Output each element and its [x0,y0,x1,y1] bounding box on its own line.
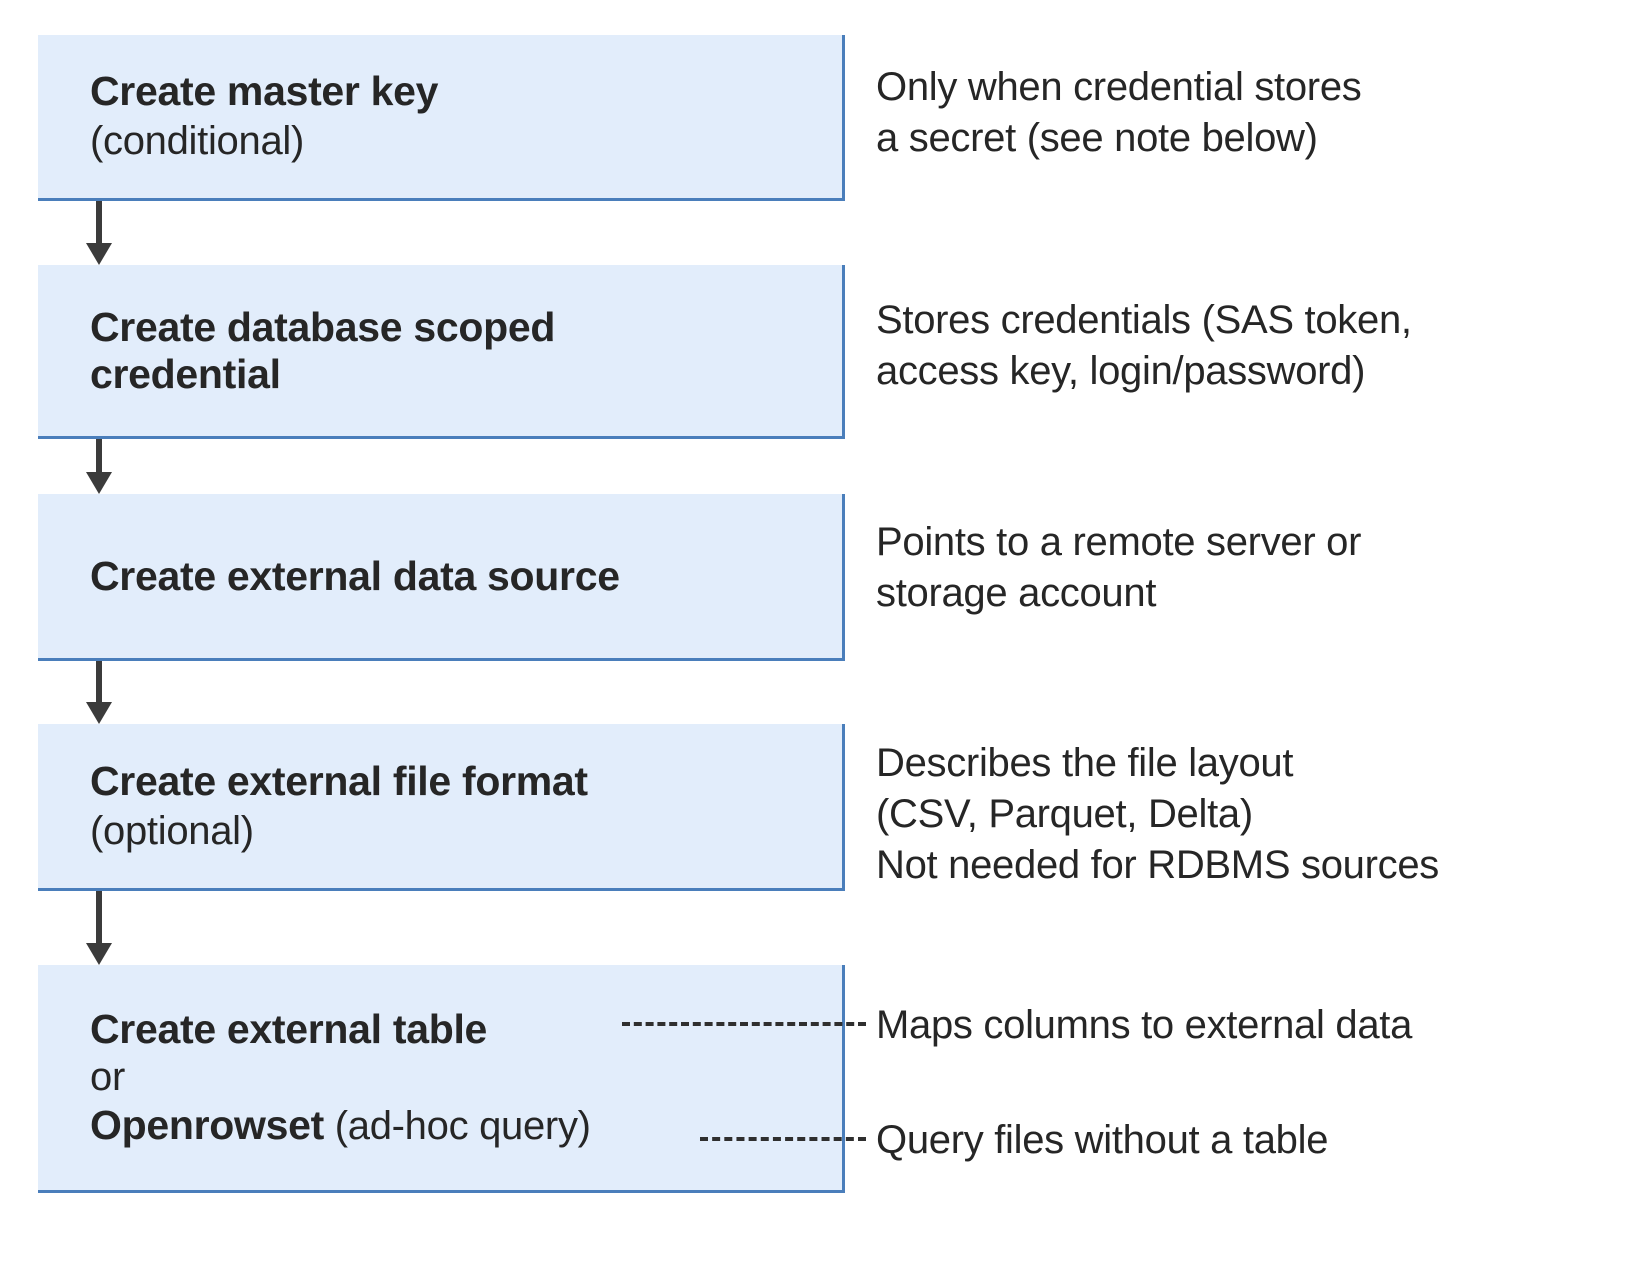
flow-box-qualifier: (conditional) [90,119,304,164]
flow-box-create-external-file-format[interactable]: Create external file format (optional) [38,724,845,891]
dashed-connector-openrowset [700,1137,866,1141]
note-create-external-data-source: Points to a remote server or storage acc… [876,520,1362,616]
flow-box-alternative-qualifier: (ad-hoc query) [323,1103,591,1148]
flow-box-title-line1: Create database scoped [90,303,556,350]
flow-box-separator: or [90,1054,125,1099]
flow-box-title-line2: credential [90,350,281,397]
arrow-down-icon-1 [86,201,112,265]
arrow-down-icon-3 [86,661,112,724]
dashed-connector-external-table [622,1022,866,1026]
note-create-external-table: Maps columns to external data [876,1003,1413,1047]
flow-box-alternative-name: Openrowset [90,1101,324,1148]
flow-box-create-external-table[interactable]: Create external table or Openrowset (ad-… [38,965,845,1193]
flow-box-title: Create external table [90,1006,488,1053]
flow-box-title: Create master key [90,68,439,115]
flow-box-qualifier: (optional) [90,808,254,853]
note-create-database-scoped-credential: Stores credentials (SAS token, access ke… [876,298,1412,394]
flow-box-alternative: Openrowset (ad-hoc query) [38,1101,842,1150]
note-create-master-key: Only when credential stores a secret (se… [876,65,1362,161]
flow-box-create-master-key[interactable]: Create master key (conditional) [38,35,845,201]
flow-box-title: Create external data source [90,552,620,599]
flow-box-create-database-scoped-credential[interactable]: Create database scoped credential [38,265,845,439]
flow-box-create-external-data-source[interactable]: Create external data source [38,494,845,661]
note-openrowset: Query files without a table [876,1118,1329,1162]
note-create-external-file-format: Describes the file layout (CSV, Parquet,… [876,741,1439,888]
arrow-down-icon-2 [86,439,112,494]
flow-box-title: Create external file format [90,757,588,804]
arrow-down-icon-4 [86,891,112,965]
